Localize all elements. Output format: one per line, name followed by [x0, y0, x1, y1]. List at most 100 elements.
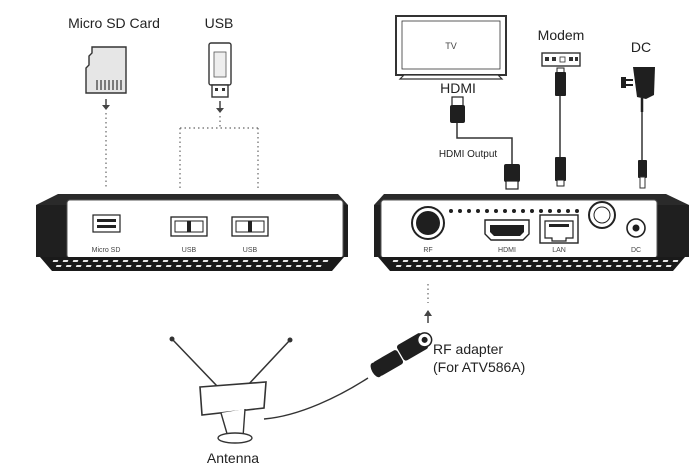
vent-slot	[502, 260, 509, 262]
vent-slot	[192, 260, 199, 262]
usb-label: USB	[205, 15, 234, 31]
micro-sd-card-icon	[85, 46, 127, 94]
vent-slot	[242, 260, 249, 262]
power-button	[588, 201, 616, 229]
vent-slot	[625, 265, 632, 267]
dc-port	[626, 218, 646, 238]
vent-slot	[145, 265, 152, 267]
vent-slot	[72, 260, 79, 262]
vent-slot	[322, 260, 329, 262]
port-label-hdmi: HDMI	[498, 247, 516, 254]
vent-slot	[392, 260, 399, 262]
rf-port	[411, 206, 445, 240]
vent-slot	[472, 260, 479, 262]
vent-slot	[562, 260, 569, 262]
vent-slot	[432, 260, 439, 262]
modem-icon	[541, 52, 581, 67]
tv-label: TV	[445, 41, 457, 51]
vent-slot	[592, 260, 599, 262]
vent-slot	[525, 265, 532, 267]
vent-slot	[182, 260, 189, 262]
micro-sd-card-label: Micro SD Card	[68, 15, 160, 31]
vent-slot	[442, 260, 449, 262]
vent-slot	[465, 265, 472, 267]
vent-slot	[135, 265, 142, 267]
vent-slot	[285, 265, 292, 267]
vent-slot	[65, 265, 72, 267]
vent-slot	[555, 265, 562, 267]
vent-slot	[142, 260, 149, 262]
vent-slot	[455, 265, 462, 267]
vent-slot	[425, 265, 432, 267]
vent-slot	[405, 265, 412, 267]
vent-slot	[305, 265, 312, 267]
vent-slot	[265, 265, 272, 267]
vent-slot	[52, 260, 59, 262]
vent-slot	[222, 260, 229, 262]
vent-slot	[552, 260, 559, 262]
vent-slot	[122, 260, 129, 262]
vent-slot	[512, 260, 519, 262]
vent-slot	[185, 265, 192, 267]
vent-slot	[215, 265, 222, 267]
vent-slot	[495, 265, 502, 267]
vent-slot	[565, 265, 572, 267]
antenna-label: Antenna	[207, 450, 259, 466]
vent-slot	[665, 265, 672, 267]
vent-slot	[615, 265, 622, 267]
vent-slot	[55, 265, 62, 267]
hdmi-output-label: HDMI Output	[439, 149, 498, 160]
vent-slot	[505, 265, 512, 267]
vent-slot	[635, 265, 642, 267]
vent-slot	[315, 265, 322, 267]
modem-label: Modem	[538, 27, 585, 43]
vent-slot	[295, 265, 302, 267]
vent-slot	[312, 260, 319, 262]
vent-slot	[412, 260, 419, 262]
device-front-view: Micro SD USB USB	[36, 194, 348, 271]
vent-slot	[95, 265, 102, 267]
vent-slot	[605, 265, 612, 267]
vent-slot	[112, 260, 119, 262]
vent-slot	[545, 265, 552, 267]
rf-adapter-model-label: (For ATV586A)	[433, 359, 525, 375]
vent-slot	[475, 265, 482, 267]
rf-adapter-label: RF adapter	[433, 341, 503, 357]
vent-slot	[595, 265, 602, 267]
hdmi-label: HDMI	[440, 80, 476, 96]
usb-stick-icon	[208, 42, 232, 98]
vent-slot	[275, 265, 282, 267]
dotted-guides-left	[105, 113, 259, 188]
lan-port	[539, 214, 579, 244]
hdmi-cable-icon	[450, 96, 520, 190]
port-label-lan: LAN	[552, 247, 566, 254]
usb-port-left	[170, 216, 208, 237]
vent-slot	[262, 260, 269, 262]
vent-slot	[572, 260, 579, 262]
dc-label: DC	[631, 39, 651, 55]
vent-slot	[245, 265, 252, 267]
vent-slot	[645, 265, 652, 267]
vent-slot	[452, 260, 459, 262]
vent-slot	[195, 265, 202, 267]
vent-slot	[132, 260, 139, 262]
port-label-usb-left: USB	[182, 247, 197, 254]
vent-slot	[445, 265, 452, 267]
vent-slot	[152, 260, 159, 262]
vent-slot	[235, 265, 242, 267]
vent-slot	[462, 260, 469, 262]
vent-slot	[402, 260, 409, 262]
vent-slot	[202, 260, 209, 262]
vent-slot	[642, 260, 649, 262]
vent-slot	[102, 260, 109, 262]
vent-slot	[282, 260, 289, 262]
vent-slot	[302, 260, 309, 262]
vent-slot	[175, 265, 182, 267]
vent-slot	[162, 260, 169, 262]
antenna-icon	[169, 336, 369, 444]
vent-slot	[252, 260, 259, 262]
vent-slot	[75, 265, 82, 267]
vent-slot	[62, 260, 69, 262]
vent-slot	[415, 265, 422, 267]
port-label-usb-right: USB	[243, 247, 258, 254]
